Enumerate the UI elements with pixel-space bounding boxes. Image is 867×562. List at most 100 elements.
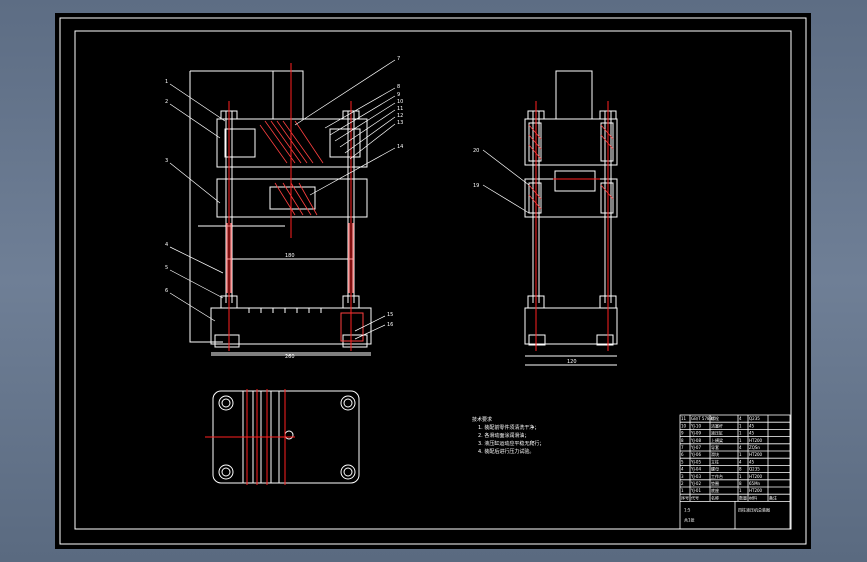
title-block-cell: YJ-10 [690,423,701,428]
tech-notes-title: 技术要求 [472,416,492,423]
tech-note-line: 3. 液压缸运动应平稳无爬行； [478,440,544,447]
balloon-label: 14 [397,144,403,150]
balloon-labels-main: 1 2 3 4 5 6 7 8 9 10 11 12 13 14 15 16 [165,56,403,328]
title-block-cell: 代号 [691,494,699,500]
outer-frame [59,17,807,545]
dim-base-width: 260 [285,354,295,360]
section-hatch [259,120,324,216]
title-block-cell: Q235 [749,467,760,472]
title-block-cell: HT200 [749,438,763,443]
drawing-sheet: 共1张 [684,516,695,522]
balloon-label: 1 [165,79,168,85]
leaders-main [169,59,396,340]
title-block-cell: 4 [681,467,684,472]
side-view [524,70,618,366]
title-block-cell: HT200 [749,452,763,457]
centerlines-main [228,63,352,351]
side-cylinder [555,70,593,120]
title-block-cell: YJ-02 [690,481,701,486]
balloon-label: 5 [165,265,168,271]
title-block-cell: 6 [681,452,684,457]
tech-notes: 技术要求 1. 装配前零件须清洗干净； 2. 各滑动面涂润滑油； 3. 液压缸运… [472,416,544,455]
frame-outline [189,71,223,343]
title-block-cell: GB/T 5783 [691,416,713,421]
title-block-cell: 4 [739,445,742,450]
title-block-cell: YJ-06 [690,452,701,457]
title-block-cell: 底座 [711,487,719,493]
main-view [189,70,372,356]
title-block-cell: 45 [749,423,755,428]
title-block-cell: 1 [739,488,742,493]
title-block-cell: 8 [739,467,742,472]
title-block-cell: 1 [739,431,742,436]
balloon-label: 20 [473,148,479,154]
title-block-cell: YJ-09 [690,431,701,436]
side-crossbeam [524,118,618,166]
title-block-cell: HT200 [749,488,763,493]
balloon-label: 11 [397,106,403,112]
title-block-cell: YJ-04 [690,467,701,472]
title-block-cell: Q235 [749,416,760,421]
base [210,307,372,345]
tech-note-line: 2. 各滑动面涂润滑油； [478,432,529,439]
title-block-cell: 上横梁 [711,437,723,443]
title-block-cell: 7 [681,445,684,450]
balloon-label: 8 [397,84,400,90]
title-block-cell: 1 [739,438,742,443]
drawing-title: 四柱液压机总装图 [738,506,770,512]
title-block-cell: 序号 [681,494,689,500]
title-block-cell: 垫圈 [711,480,719,486]
drawing-viewport[interactable]: 1 2 3 4 5 6 7 8 9 10 11 12 13 14 15 16 1… [55,13,811,549]
title-block-cell: YJ-08 [690,438,701,443]
cad-drawing: 1 2 3 4 5 6 7 8 9 10 11 12 13 14 15 16 1… [59,17,807,545]
table-slots [248,308,322,313]
title-block-cell: 活塞杆 [711,422,723,428]
title-block-cell: 1 [739,452,742,457]
title-block-cell: 9 [681,431,684,436]
balloon-label: 12 [397,113,403,119]
top-crossbeam [216,118,368,168]
balloon-label: 19 [473,183,479,189]
title-block-cell: 10 [681,423,687,428]
title-block-cell: 备注 [769,494,777,500]
title-block-cell: 11 [681,416,687,421]
title-block-cell: HT200 [749,474,763,479]
title-block-cell: 螺母 [711,466,719,472]
balloon-label: 7 [397,56,400,62]
title-block-cell: 4 [739,459,742,464]
title-block-cell: 液压缸 [711,430,723,436]
title-block-cell: 5 [681,459,684,464]
balloon-label: 16 [387,322,393,328]
title-block-cell: 滑块 [711,451,719,457]
tech-note-line: 1. 装配前零件须清洗干净； [478,424,539,431]
balloon-labels-side: 20 19 [473,148,479,189]
balloon-label: 6 [165,288,168,294]
balloon-label: 15 [387,312,393,318]
title-block-cell: 4 [739,416,742,421]
title-block-cell: YJ-07 [690,445,701,450]
title-block-cell: 8 [681,438,684,443]
title-block-cell: 工作台 [711,473,723,479]
side-hatch [528,124,614,210]
title-block-cell: 3 [681,474,684,479]
title-block-cell: 45 [749,431,755,436]
title-block-cell: 1 [739,423,742,428]
title-block-cell: 45 [749,459,755,464]
title-block-cell: YJ-05 [690,459,701,464]
leaders-side [482,149,530,214]
centerlines-side [535,101,609,351]
title-block-cell: 2 [681,481,684,486]
dim-side-width: 120 [567,359,577,365]
title-block-cell: 8 [739,481,742,486]
title-block-cell: 数量 [739,494,747,500]
side-base [524,307,618,345]
balloon-label: 13 [397,120,403,126]
title-block-cell: 材料 [749,494,757,500]
balloon-label: 2 [165,99,168,105]
cylinder-housing [272,70,304,120]
dim-table-width: 180 [285,253,295,259]
title-block-cell: YJ-01 [690,488,701,493]
balloon-label: 3 [165,158,168,164]
title-block [679,414,791,530]
